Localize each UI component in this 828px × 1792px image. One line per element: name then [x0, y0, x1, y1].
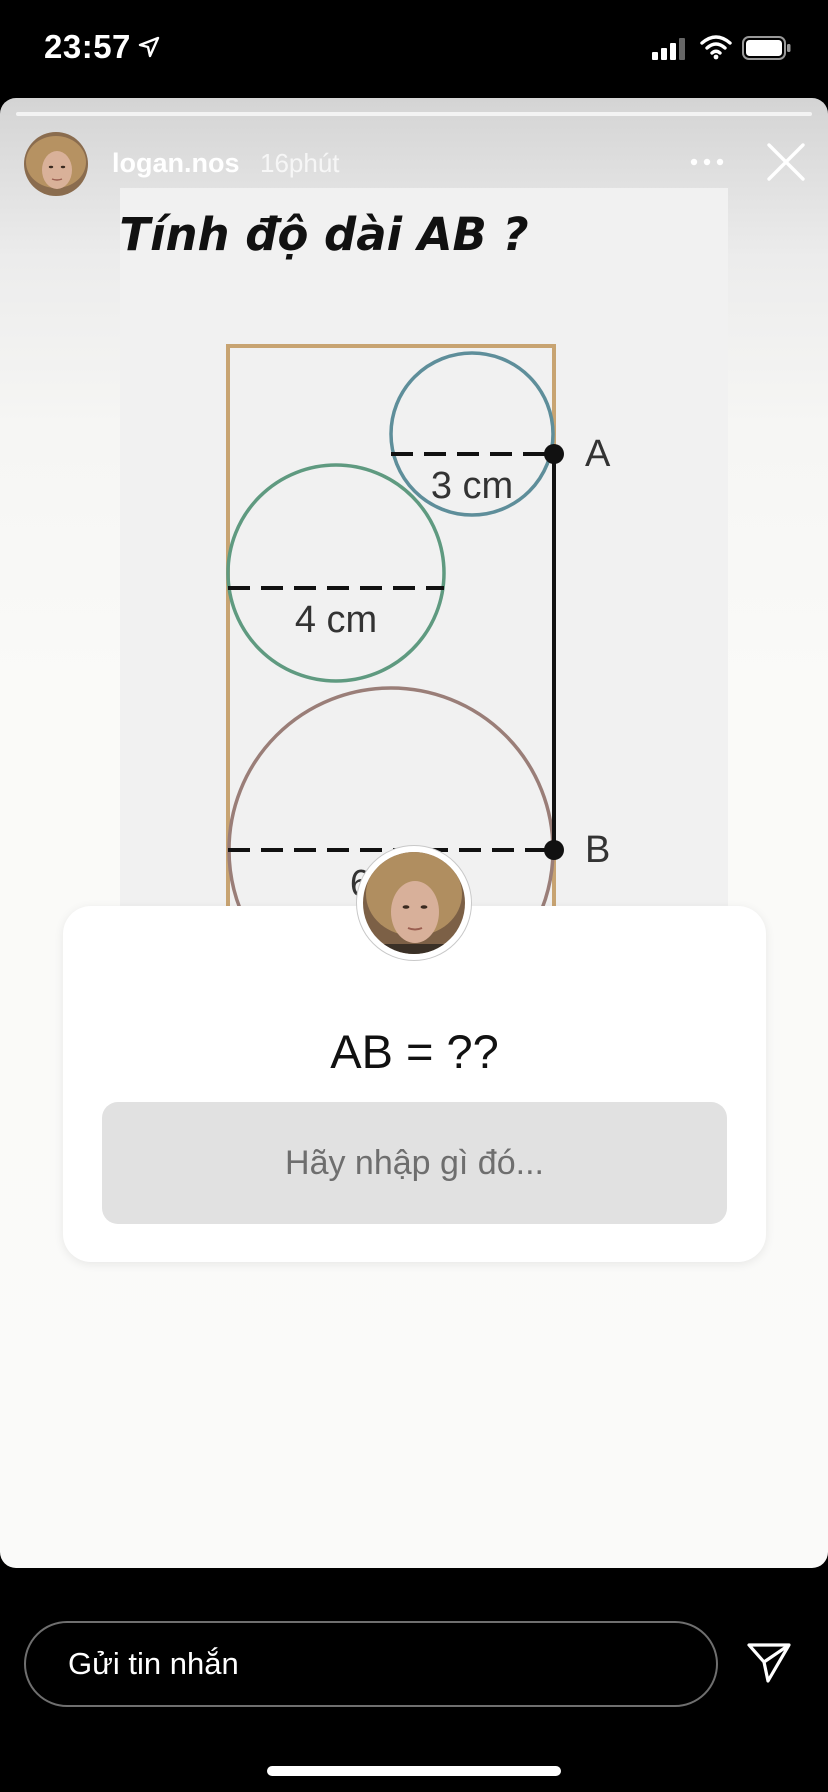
signal-icon [652, 38, 685, 60]
wifi-icon [700, 35, 732, 60]
battery-icon [742, 36, 791, 60]
point-b [544, 840, 564, 860]
medium-circle [226, 463, 446, 683]
story-time-ago: 16phút [260, 148, 340, 178]
sticker-avatar-photo [363, 852, 465, 954]
sticker-avatar [356, 845, 472, 961]
point-a [544, 444, 564, 464]
more-icon[interactable] [690, 158, 724, 166]
question-sticker[interactable]: AB = ?? Hãy nhập gì đó... [63, 906, 766, 1262]
status-bar: 23:57 [0, 0, 828, 96]
figure-title: Tính độ dài AB ? [120, 208, 529, 261]
message-input[interactable]: Gửi tin nhắn [24, 1621, 718, 1707]
label-small: 3 cm [431, 465, 513, 507]
send-icon[interactable] [746, 1642, 792, 1684]
story-username[interactable]: logan.nos [112, 148, 240, 178]
sticker-question: AB = ?? [330, 1025, 499, 1078]
story-progress-bar [16, 112, 812, 116]
location-arrow-icon [138, 36, 160, 58]
home-indicator [267, 1766, 561, 1776]
story-avatar[interactable] [24, 132, 88, 196]
label-point-b: B [585, 829, 610, 871]
small-circle [389, 351, 555, 517]
sticker-answer-input[interactable]: Hãy nhập gì đó... [102, 1102, 727, 1224]
label-medium: 4 cm [295, 599, 377, 641]
geometry-figure: Tính độ dài AB ? 3 cm 4 cm 6 cm A B [120, 188, 728, 940]
label-point-a: A [585, 433, 611, 475]
story-view[interactable]: logan.nos 16phút Tính độ dài AB ? 3 cm 4… [0, 98, 828, 1568]
status-time: 23:57 [44, 28, 131, 65]
close-icon[interactable] [766, 142, 806, 182]
